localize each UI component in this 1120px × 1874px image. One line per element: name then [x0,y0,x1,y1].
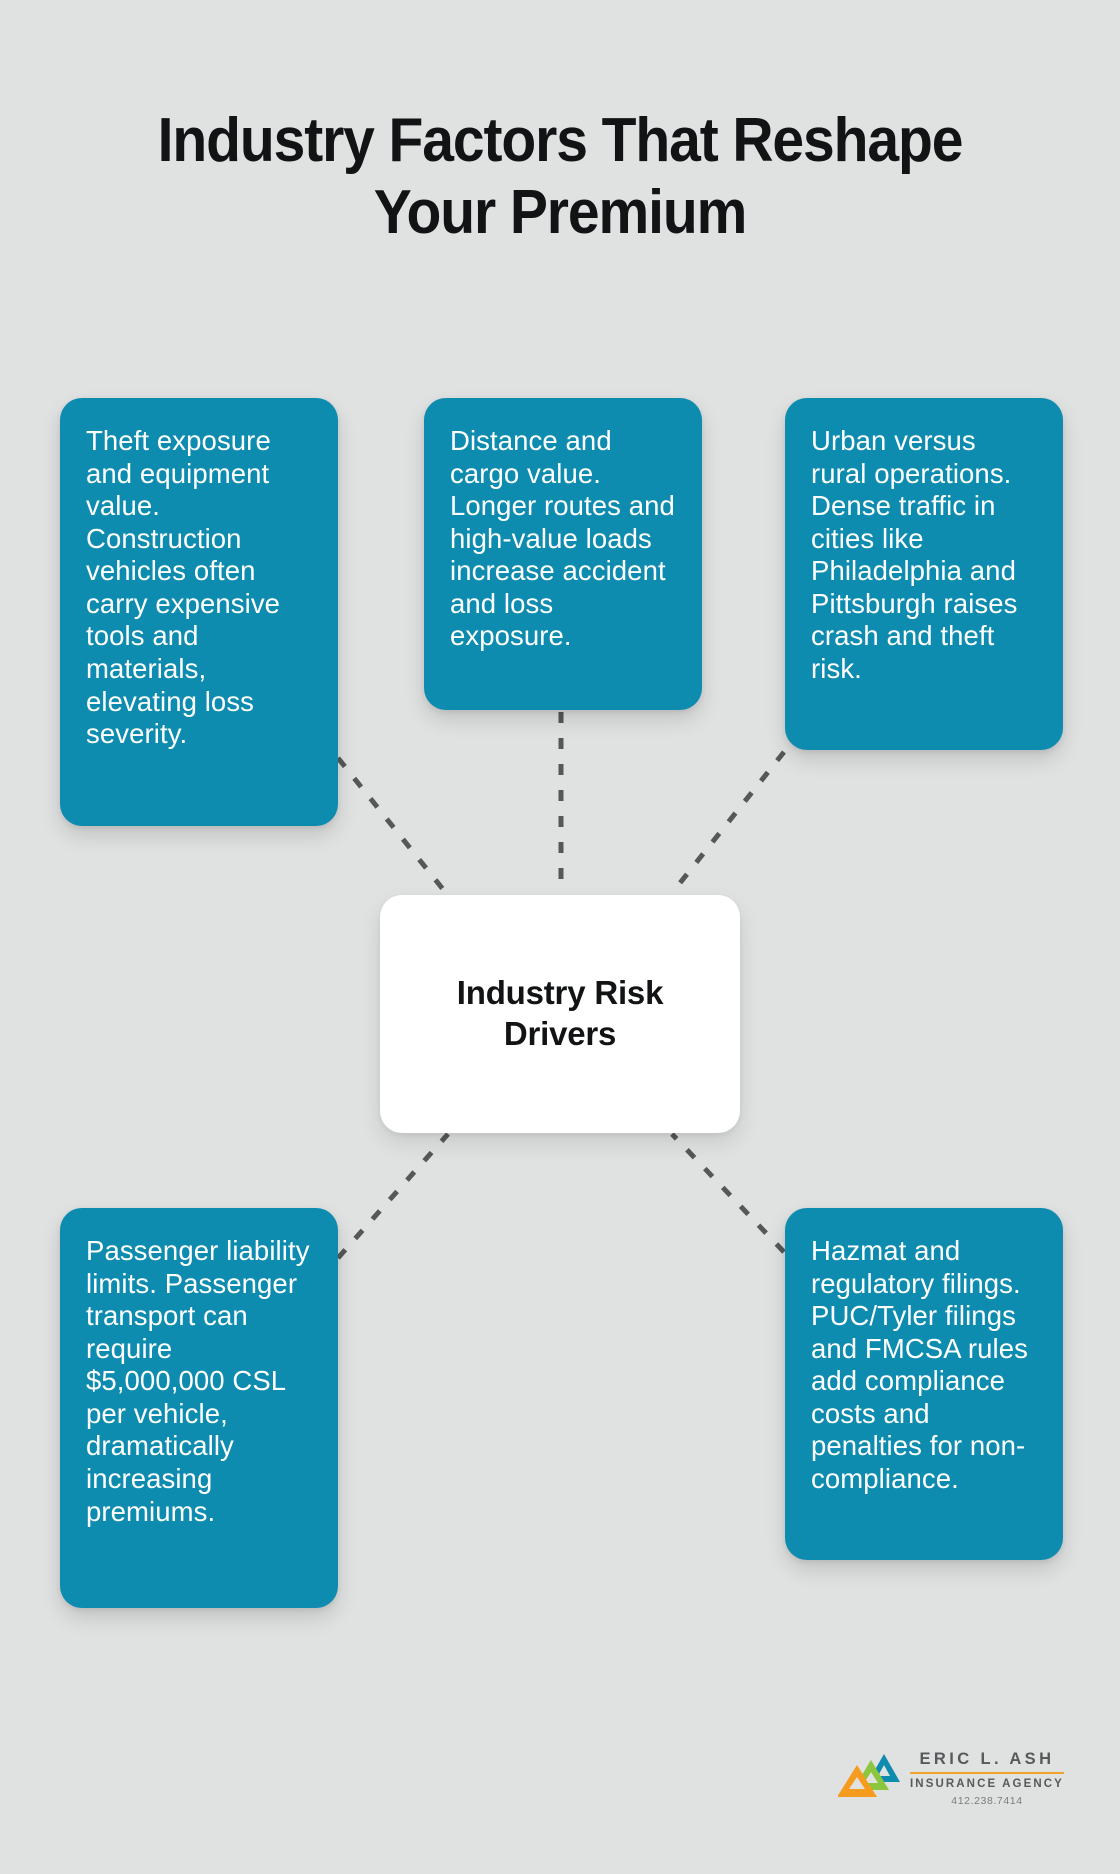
logo-phone-number: 412.238.7414 [951,1795,1023,1807]
logo-divider [910,1772,1064,1774]
connector-urban [670,750,786,895]
connector-passenger [336,1132,450,1260]
center-hub-node: Industry Risk Drivers [380,895,740,1133]
connector-hazmat [670,1132,786,1254]
center-hub-label: Industry Risk Drivers [456,974,664,1052]
brand-logo: ERIC L. ASH INSURANCE AGENCY 412.238.741… [838,1748,1064,1832]
logo-text-block: ERIC L. ASH INSURANCE AGENCY 412.238.741… [910,1748,1064,1807]
risk-node-text: Hazmat and regulatory filings. PUC/Tyler… [811,1235,1029,1495]
risk-node-text: Urban versus rural operations. Dense tra… [811,425,1018,685]
logo-company-name: ERIC L. ASH [919,1750,1055,1768]
mountain-logo-icon [838,1754,900,1797]
page-title: Industry Factors That Reshape Your Premi… [157,106,964,247]
risk-node-distance: Distance and cargo value. Longer routes … [424,398,702,710]
connector-theft [336,756,448,895]
risk-node-text: Theft exposure and equipment value. Cons… [86,425,281,750]
risk-node-urban: Urban versus rural operations. Dense tra… [785,398,1063,750]
risk-node-passenger: Passenger liability limits. Passenger tr… [60,1208,338,1608]
risk-node-hazmat: Hazmat and regulatory filings. PUC/Tyler… [785,1208,1063,1560]
risk-node-text: Distance and cargo value. Longer routes … [450,425,675,652]
risk-node-theft: Theft exposure and equipment value. Cons… [60,398,338,826]
risk-node-text: Passenger liability limits. Passenger tr… [86,1235,310,1527]
logo-subtitle: INSURANCE AGENCY [910,1778,1064,1790]
